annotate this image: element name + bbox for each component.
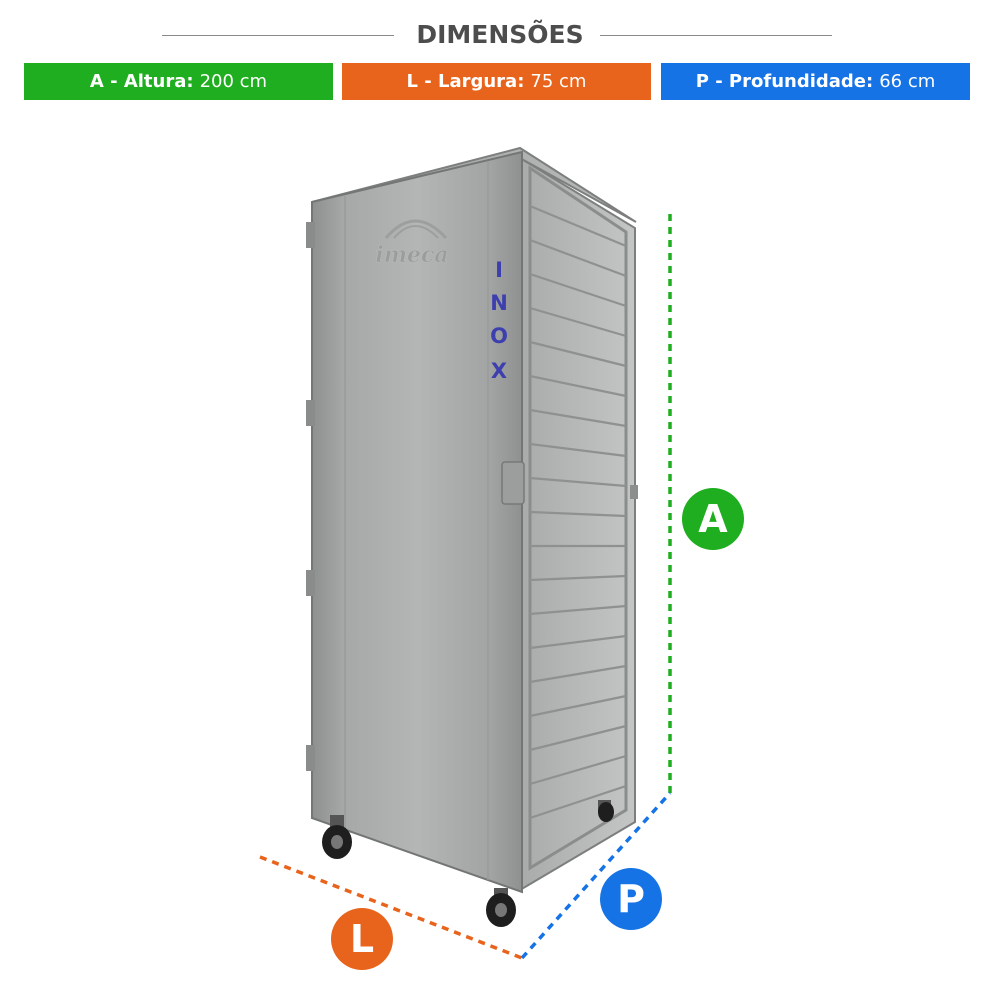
page-title: DIMENSÕES bbox=[416, 20, 584, 49]
height-dimension-badge: A - Altura: 200 cm bbox=[24, 63, 333, 100]
height-label: A - Altura: bbox=[89, 71, 194, 92]
depth-dimension-line bbox=[520, 791, 672, 960]
width-value: 75 cm bbox=[530, 71, 587, 92]
brand-logo-text: imeca bbox=[375, 242, 448, 268]
inox-letter-n: N bbox=[490, 291, 508, 315]
depth-marker: P bbox=[600, 868, 662, 930]
depth-marker-letter: P bbox=[617, 877, 645, 921]
caster-wheels bbox=[322, 800, 614, 927]
header: DIMENSÕES bbox=[0, 18, 1000, 54]
width-marker: L bbox=[331, 908, 393, 970]
height-marker-letter: A bbox=[698, 497, 728, 541]
height-value: 200 cm bbox=[199, 71, 268, 92]
header-divider-right bbox=[600, 35, 832, 36]
wheel-back-right bbox=[598, 802, 614, 822]
hinge-middle bbox=[306, 400, 315, 426]
width-dimension-badge: L - Largura: 75 cm bbox=[342, 63, 651, 100]
inox-vertical-text: I N O X bbox=[490, 258, 508, 383]
hinge-bottom bbox=[306, 745, 315, 771]
depth-dimension-badge: P - Profundidade: 66 cm bbox=[661, 63, 970, 100]
width-label: L - Largura: bbox=[406, 71, 525, 92]
side-slats bbox=[529, 204, 627, 820]
logo-mark bbox=[384, 219, 448, 240]
door-latch bbox=[501, 461, 525, 505]
depth-value: 66 cm bbox=[879, 71, 936, 92]
hinge-lower bbox=[306, 570, 315, 596]
hinge-top bbox=[306, 222, 315, 248]
inox-letter-x: X bbox=[491, 359, 507, 383]
height-marker: A bbox=[682, 488, 744, 550]
header-divider-left bbox=[162, 35, 394, 36]
inox-letter-o: O bbox=[490, 324, 508, 348]
depth-label: P - Profundidade: bbox=[695, 71, 874, 92]
cabinet-side-panel bbox=[519, 156, 638, 892]
cabinet-front-door: imeca I N O X bbox=[306, 150, 525, 894]
inox-letter-i: I bbox=[495, 258, 503, 282]
width-marker-letter: L bbox=[350, 917, 374, 961]
